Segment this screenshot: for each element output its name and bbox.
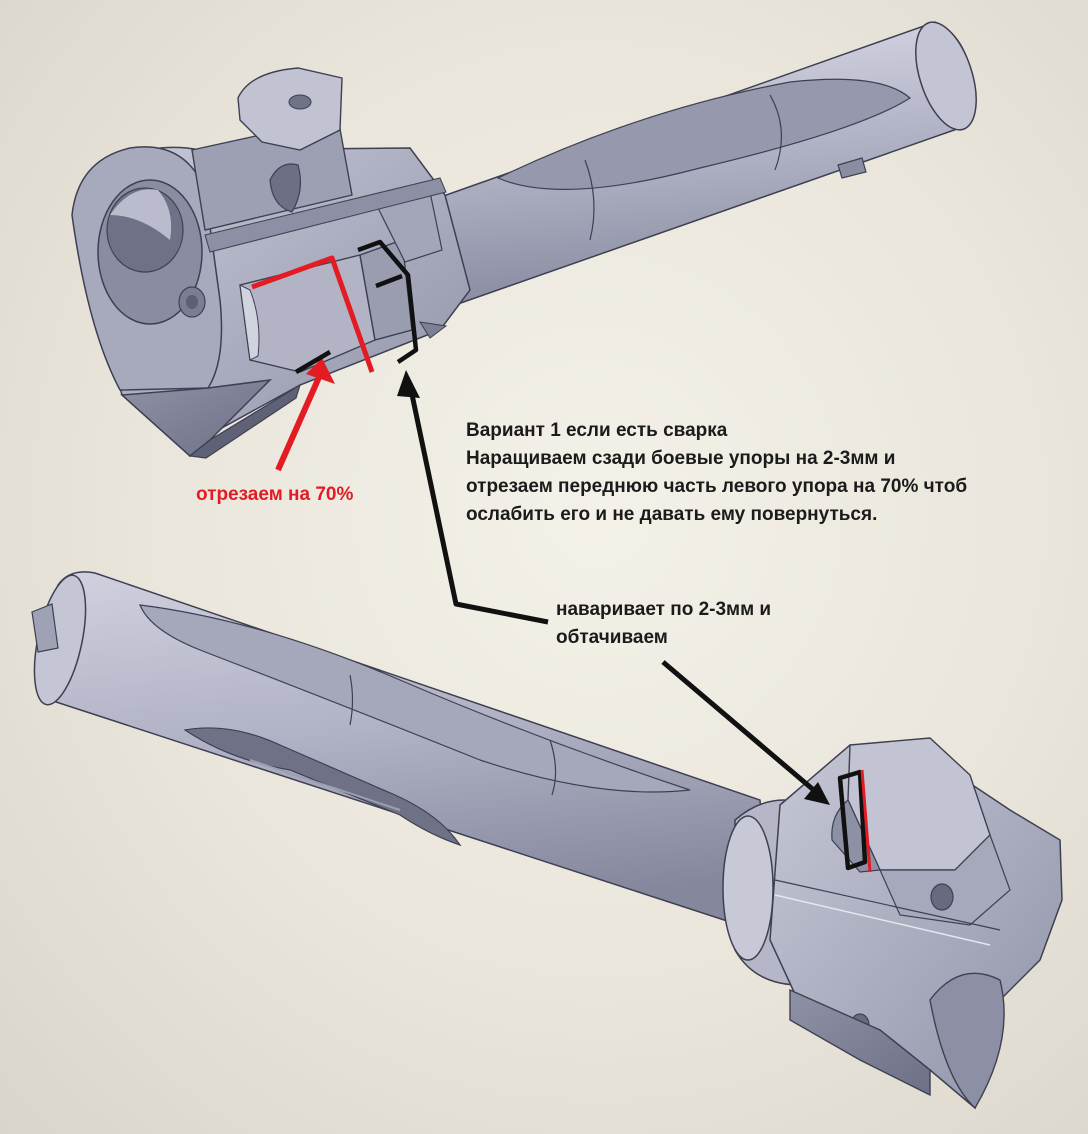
red-arrow-icon <box>275 358 335 472</box>
bolt-top-view <box>71 21 977 459</box>
variant-line: Наращиваем сзади боевые упоры на 2-3мм и <box>466 448 896 469</box>
variant-line: отрезаем переднюю часть левого упора на … <box>466 476 968 497</box>
cut-label: отрезаем на 70% <box>196 484 354 505</box>
cut-marker-red <box>251 255 375 373</box>
variant-note: Вариант 1 если есть сварка Наращиваем сз… <box>466 418 967 527</box>
black-arrow-down-icon <box>661 660 830 805</box>
weld-marker-black-bottom <box>837 769 868 871</box>
black-arrow-up-icon <box>397 370 549 625</box>
weld-note: наваривает по 2-3мм и обтачиваем <box>556 597 771 650</box>
weld-line: обтачиваем <box>556 627 668 648</box>
variant-line: ослабить его и не давать ему повернуться… <box>466 504 878 525</box>
weld-marker-black-top <box>357 239 419 364</box>
cut-marker-red-bottom <box>860 769 872 873</box>
variant-title: Вариант 1 если есть сварка <box>466 420 728 441</box>
weld-line: наваривает по 2-3мм и <box>556 599 772 620</box>
weld-marker-black-top-short <box>294 350 332 374</box>
bolt-bottom-view <box>31 571 1063 1110</box>
